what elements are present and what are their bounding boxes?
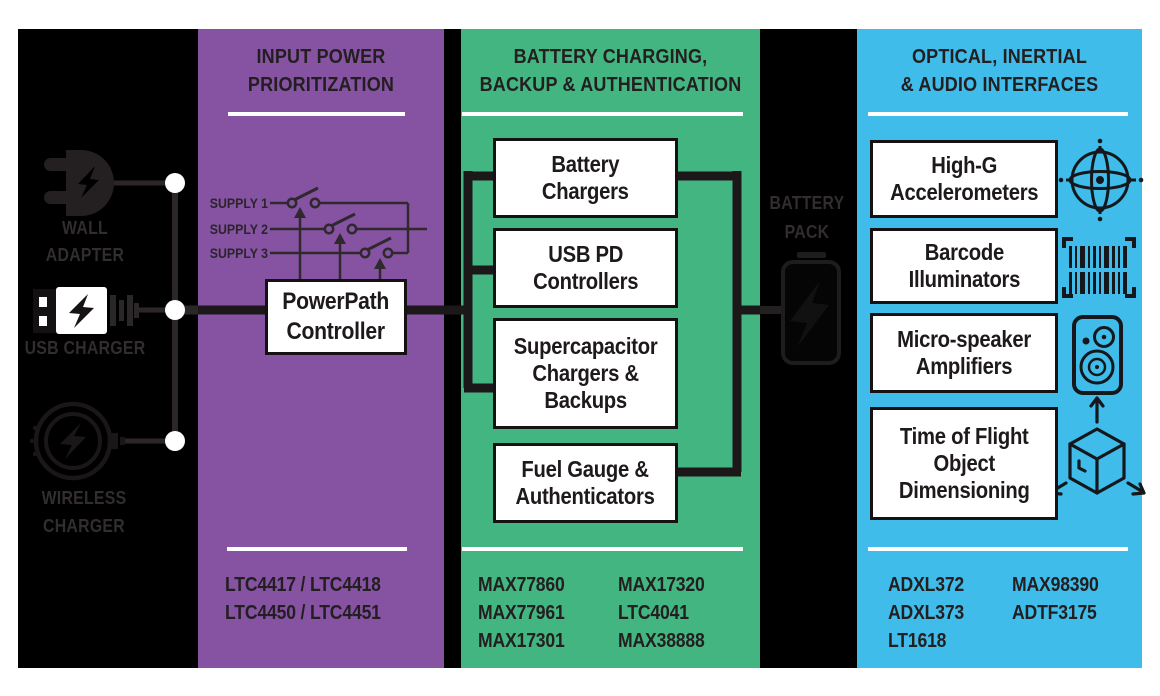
interfaces-title: OPTICAL, INERTIAL & AUDIO INTERFACES [900, 46, 1099, 96]
battery-charging-title: BATTERY CHARGING, BACKUP & AUTHENTICATIO… [479, 46, 742, 96]
interfaces-part-numbers-col1: ADXL372 ADXL373 LT1618 [888, 574, 965, 652]
input-power-title: INPUT POWER PRIORITIZATION [247, 46, 395, 96]
time-of-flight-block: Time of Flight Object Dimensioning [870, 407, 1058, 520]
supply-3-label: SUPPLY 3 [209, 245, 268, 261]
supply-1-label: SUPPLY 1 [209, 195, 268, 211]
battery-pack-label: BATTERY PACK [769, 193, 845, 242]
battery-charging-part-numbers-col2: MAX17320 LTC4041 MAX38888 [618, 574, 705, 652]
parts-underline [868, 547, 1128, 551]
micro-speaker-amplifiers-block: Micro-speaker Amplifiers [870, 313, 1058, 393]
high-g-accelerometers-block: High-G Accelerometers [870, 140, 1058, 218]
fuel-gauge-block: Fuel Gauge & Authenticators [493, 443, 678, 523]
supply-2-label: SUPPLY 2 [209, 221, 268, 237]
wireless-charger-label: WIRELESS CHARGER [41, 488, 127, 536]
powerpath-controller-label: PowerPath Controller [282, 288, 390, 345]
micro-speaker-amplifiers-label: Micro-speaker Amplifiers [897, 326, 1031, 379]
parts-underline [227, 547, 407, 551]
battery-charging-part-numbers-col1: MAX77860 MAX77961 MAX17301 [478, 574, 565, 652]
high-g-accelerometers-label: High-G Accelerometers [889, 152, 1039, 205]
supercapacitor-label: Supercapacitor Chargers & Backups [513, 333, 658, 413]
header-underline [462, 112, 743, 116]
supercapacitor-block: Supercapacitor Chargers & Backups [493, 318, 678, 429]
battery-chargers-label: Battery Chargers [542, 151, 629, 204]
wall-adapter-label: WALL ADAPTER [45, 218, 125, 265]
interfaces-part-numbers-col2: MAX98390 ADTF3175 [1012, 574, 1099, 624]
time-of-flight-label: Time of Flight Object Dimensioning [898, 423, 1030, 503]
barcode-illuminators-label: Barcode Illuminators [908, 239, 1020, 292]
barcode-illuminators-block: Barcode Illuminators [870, 228, 1058, 304]
battery-chargers-block: Battery Chargers [493, 138, 678, 218]
input-power-part-numbers: LTC4417 / LTC4418 LTC4450 / LTC4451 [225, 574, 381, 624]
header-underline [868, 112, 1128, 116]
usb-charger-label: USB CHARGER [24, 338, 146, 358]
fuel-gauge-label: Fuel Gauge & Authenticators [515, 456, 656, 509]
usb-pd-controllers-block: USB PD Controllers [493, 228, 678, 308]
header-underline [228, 112, 405, 116]
usb-pd-controllers-label: USB PD Controllers [532, 241, 639, 294]
parts-underline [462, 547, 743, 551]
powerpath-controller-block: PowerPath Controller [265, 279, 407, 355]
